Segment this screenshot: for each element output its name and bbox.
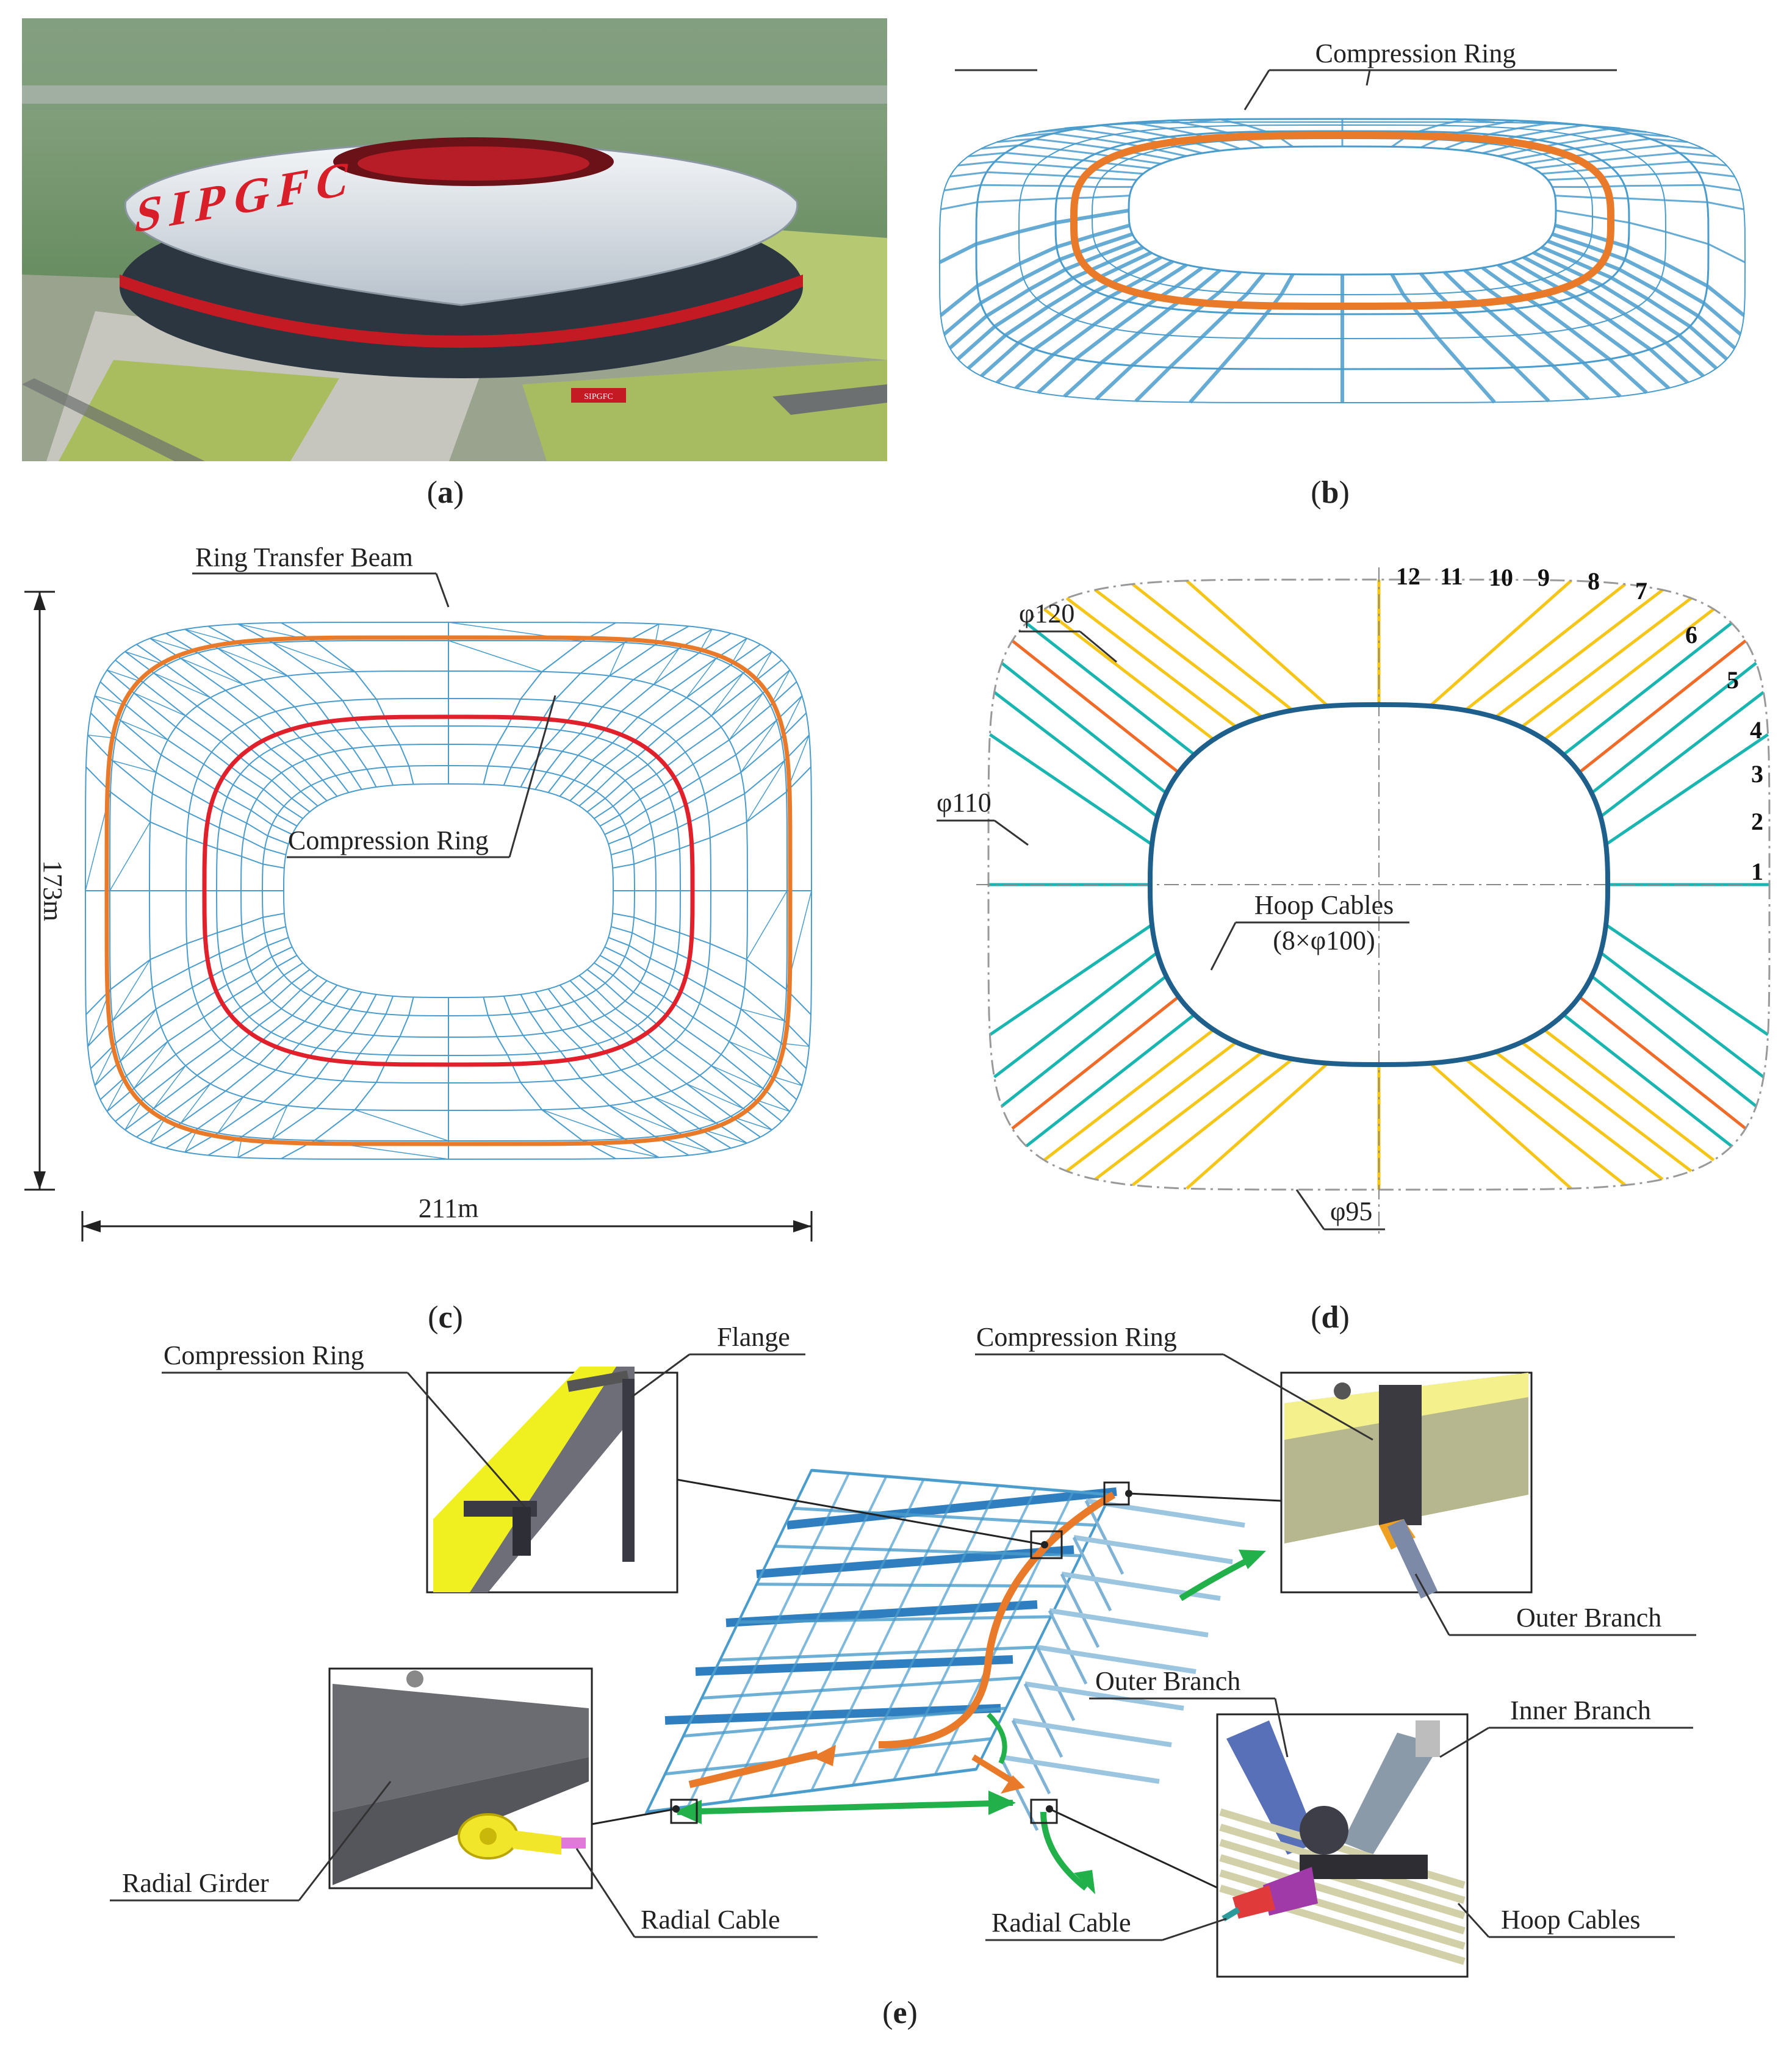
cable-number-3: 3	[1751, 760, 1763, 788]
inset-compression-ring-flange	[426, 1367, 678, 1594]
label-phi95: φ95	[1330, 1196, 1372, 1226]
stadium-aerial-photo: SIPGFC SIPGFC	[22, 18, 887, 461]
cable-number-1: 1	[1751, 858, 1763, 885]
label-ring-transfer-beam: Ring Transfer Beam	[195, 542, 413, 572]
cable-layout-diagram: 12 11 10 9 8 7 6 54 3 2 1 φ120 φ110 φ95 Hoop Cable…	[937, 562, 1771, 1238]
dim-height: 173m	[38, 860, 68, 921]
compression-ring-plan	[202, 714, 695, 1067]
label-radial-cable-e-left: Radial Cable	[641, 1905, 780, 1935]
ring-transfer-beam	[104, 635, 793, 1146]
cable-number-12: 12	[1396, 562, 1420, 590]
label-compression-ring-e-right: Compression Ring	[976, 1322, 1177, 1352]
label-compression-ring-c: Compression Ring	[288, 825, 489, 855]
cable-number-11: 11	[1440, 562, 1463, 590]
plaza-sign-text: SIPGFC	[584, 392, 613, 401]
label-flange: Flange	[717, 1322, 790, 1352]
hoop-cables-ring	[1147, 702, 1611, 1068]
compression-ring-3d	[1070, 132, 1615, 310]
roof-plan-diagram: Ring Transfer Beam Compression Ring 173m…	[24, 542, 813, 1242]
inset-radial-girder	[328, 1667, 593, 1889]
roof-3d-grid	[938, 118, 1746, 404]
label-radial-cable-e-right: Radial Cable	[991, 1908, 1131, 1938]
cable-number-5: 5	[1727, 666, 1739, 694]
ring-force-path	[878, 1491, 1116, 1748]
cable-number-6: 6	[1685, 621, 1697, 649]
caption-a: (a)	[426, 475, 464, 510]
caption-c: (c)	[428, 1300, 463, 1335]
label-compression-ring-b: Compression Ring	[1315, 38, 1516, 68]
cable-number-7: 7	[1635, 577, 1647, 605]
label-hoop-cables-d: Hoop Cables	[1254, 890, 1394, 920]
radial-force-arrow	[677, 1800, 1013, 1815]
dim-width: 211m	[419, 1193, 479, 1223]
caption-e: (e)	[882, 1996, 918, 2030]
panel-c-plan: Ring Transfer Beam Compression Ring 173m…	[0, 531, 891, 1306]
label-compression-ring-e-left: Compression Ring	[164, 1340, 364, 1370]
caption-b: (b)	[1311, 475, 1350, 510]
label-outer-branch-top: Outer Branch	[1516, 1603, 1661, 1633]
inset-hoop-cable-node	[1216, 1713, 1469, 1978]
cable-number-2: 2	[1751, 808, 1763, 835]
cable-number-9: 9	[1538, 564, 1550, 591]
caption-d: (d)	[1311, 1300, 1350, 1335]
label-hoop-spec: (8×φ100)	[1273, 925, 1375, 955]
label-phi110: φ110	[937, 788, 991, 818]
cable-number-8: 8	[1588, 567, 1600, 595]
inset-compression-ring-outer-branch	[1280, 1371, 1533, 1599]
label-phi120: φ120	[1019, 598, 1074, 628]
label-radial-girder: Radial Girder	[122, 1868, 269, 1898]
label-inner-branch: Inner Branch	[1510, 1695, 1651, 1725]
roof-segment-detail-diagram: Compression Ring Flange Compression Ring…	[110, 1322, 1696, 1978]
label-hoop-cables-e: Hoop Cables	[1501, 1905, 1641, 1935]
roof-3d-frame-diagram: Compression Ring	[938, 38, 1746, 404]
panel-b-3d-frame: Compression Ring	[915, 12, 1792, 464]
roof-plan-grid	[84, 621, 813, 1160]
cable-numbers: 12 11 10 9 8 7 6 54 3 2 1	[1396, 562, 1763, 885]
stadium-photo-illustration: SIPGFC SIPGFC	[22, 18, 887, 461]
cable-number-4: 4	[1750, 716, 1762, 744]
panel-e-node-details: Compression Ring Flange Compression Ring…	[0, 1318, 1792, 1989]
cable-number-10: 10	[1489, 564, 1513, 591]
label-outer-branch-bottom: Outer Branch	[1095, 1666, 1240, 1696]
